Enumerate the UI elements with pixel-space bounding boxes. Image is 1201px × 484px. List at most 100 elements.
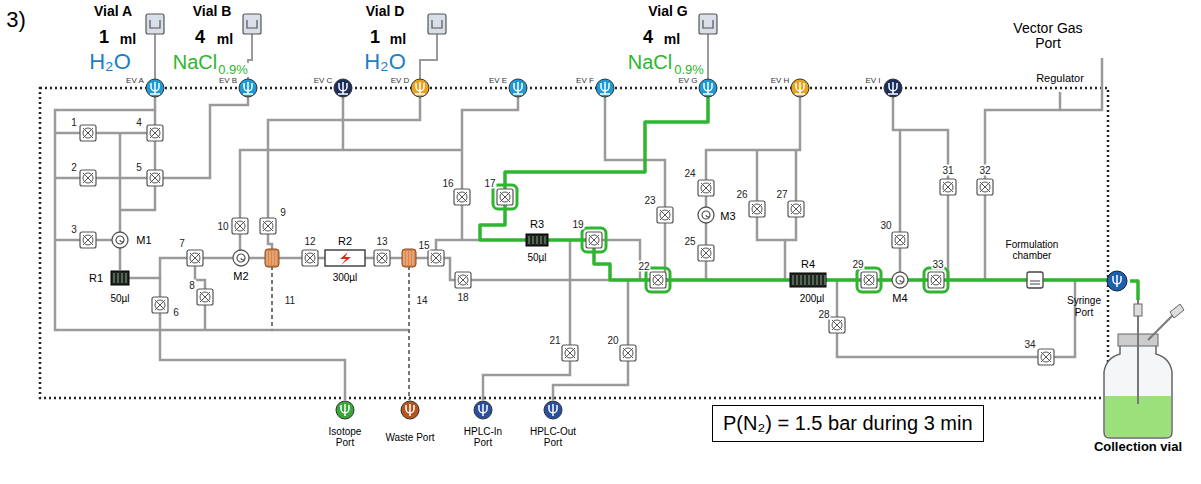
valve-number: 12 (303, 236, 316, 247)
vial-icon (243, 14, 261, 34)
electro-valve (509, 79, 527, 97)
part-label: Formulation chamber (991, 239, 1073, 261)
pinch-valve (1038, 349, 1054, 365)
port-icon (401, 401, 419, 419)
tube-line (119, 248, 122, 270)
tube-line (627, 280, 630, 345)
valve-number: 13 (375, 236, 388, 247)
vial-line (154, 34, 156, 79)
pinch-valve (586, 232, 602, 248)
pump-icon (892, 272, 908, 288)
valve-number: 24 (683, 168, 696, 179)
valve-number: 15 (417, 240, 430, 251)
tube-line (119, 133, 122, 232)
part-label: Vial D (365, 4, 406, 19)
vial-icon (699, 14, 717, 34)
part-label: M2 (232, 270, 249, 282)
electro-valve (884, 79, 902, 97)
pinch-valve (260, 218, 276, 234)
part-label: R4 (800, 258, 816, 270)
part-label: ml (119, 32, 137, 47)
part-label: 200µl (799, 293, 826, 304)
tube-line (899, 248, 902, 272)
valve-name: EV H (770, 77, 791, 86)
electro-valve (596, 79, 614, 97)
tube-line (836, 280, 839, 317)
valve-number: 31 (941, 165, 954, 176)
pinch-valve (698, 180, 714, 196)
tube-line (1054, 280, 1075, 357)
valve-number: 20 (606, 335, 619, 346)
pinch-valve (788, 201, 804, 217)
part-label: ml (663, 32, 681, 47)
part-label: 4 (194, 28, 206, 48)
tube-line (342, 97, 345, 150)
valve-number: 2 (70, 162, 78, 173)
tube-line (602, 240, 640, 280)
pinch-valve (940, 179, 956, 195)
tube-line (436, 240, 480, 250)
valve-number: 11 (284, 295, 296, 306)
part-label: M4 (891, 292, 908, 304)
tube-line (416, 257, 428, 260)
tube-line (893, 97, 900, 232)
active-valve-highlight (924, 268, 948, 292)
valve-number: 8 (188, 280, 196, 291)
part-label: 3) (5, 8, 27, 32)
electro-valve (791, 79, 809, 97)
part-label: R3 (529, 218, 545, 230)
tube-line (461, 205, 464, 240)
part-label: R2 (337, 235, 353, 247)
part-label: Regulator (1035, 72, 1085, 84)
part-label: R1 (88, 272, 104, 284)
valve-number: 30 (879, 220, 892, 231)
pinch-valve (620, 345, 636, 361)
tube-line (55, 177, 80, 180)
heated-reactor (325, 250, 365, 266)
tube-line (154, 110, 157, 125)
part-label: 50µl (526, 252, 547, 263)
part-label: 0.9% (217, 63, 249, 77)
vial-drawing (1090, 300, 1186, 440)
pinch-valve (80, 125, 96, 141)
electro-valve (699, 79, 717, 97)
tube-line (268, 234, 272, 250)
active-valve-highlight (857, 268, 881, 292)
vial-line (420, 34, 437, 79)
collection-vial: Collection vial (1090, 300, 1186, 454)
tube-line (55, 132, 80, 135)
valve-number: 29 (851, 259, 864, 270)
tube-line (96, 132, 147, 135)
valve-number: 32 (978, 165, 991, 176)
pump-icon (698, 207, 714, 223)
syringe-port: Syringe Port (1062, 268, 1130, 318)
active-valve-highlight (582, 228, 606, 252)
tube-line (195, 266, 205, 289)
valve-number: 4 (135, 117, 143, 128)
node-label: Syringe Port (1062, 295, 1106, 318)
part-label: 1 (369, 28, 381, 48)
tube-line (159, 278, 162, 297)
pinch-valve (197, 289, 213, 305)
valve-number: 14 (415, 295, 428, 306)
pinch-valve (657, 207, 673, 223)
vial-icon (146, 14, 164, 34)
valve-number: 25 (683, 236, 696, 247)
part-label: 1 (98, 28, 110, 48)
tubing (55, 58, 1104, 400)
pinch-valve (147, 125, 163, 141)
pinch-valve (698, 245, 714, 261)
reactor-icon (526, 234, 548, 246)
part-label: M1 (135, 234, 152, 246)
valve-number: 3 (70, 224, 78, 235)
pinch-valve (497, 189, 513, 205)
valve-number: 33 (931, 259, 944, 270)
pinch-valve (454, 189, 470, 205)
pump-icon (112, 232, 128, 248)
pinch-valve (80, 232, 96, 248)
tube-line (55, 97, 409, 330)
vial-line (707, 34, 709, 79)
part-label: 0.9% (673, 63, 705, 77)
tube-line (705, 196, 708, 207)
tube-line (96, 239, 112, 242)
